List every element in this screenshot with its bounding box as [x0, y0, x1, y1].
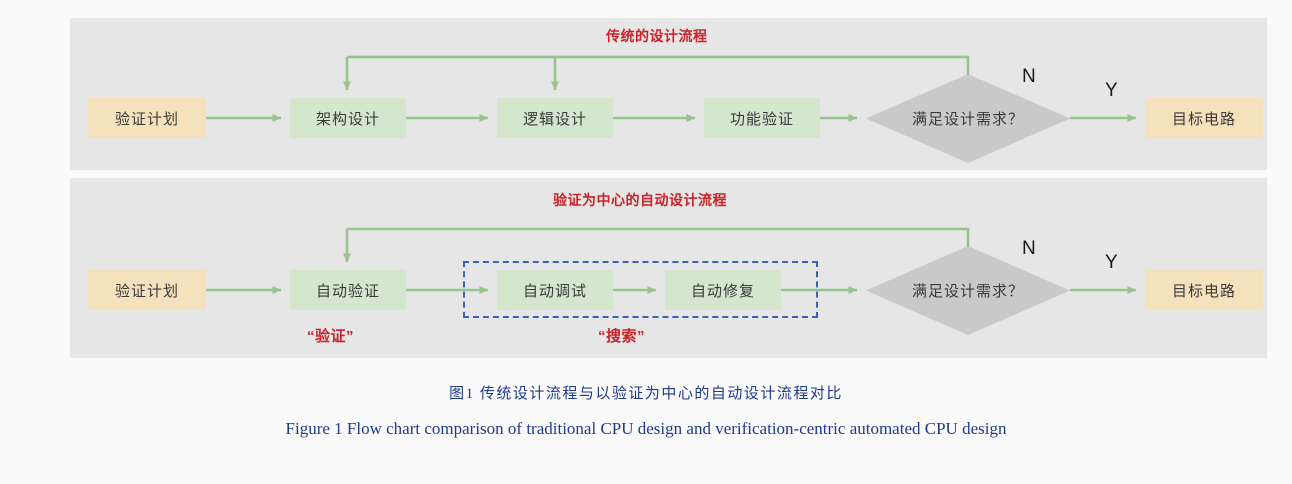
figure-caption-chinese: 图1 传统设计流程与以验证为中心的自动设计流程对比 — [449, 386, 843, 402]
diamond-shape-icon — [866, 74, 1070, 163]
node-auto-repair[interactable]: 自动修复 — [665, 270, 781, 310]
branch-label-yes-traditional: Y — [1105, 80, 1118, 101]
node-decision-traditional-label: 满足设计需求？ — [911, 111, 1024, 128]
node-decision-traditional[interactable]: 满足设计需求？ — [866, 74, 1070, 163]
panel-automated-title: 验证为中心的自动设计流程 — [553, 192, 727, 208]
panel-automated-flow — [70, 178, 1267, 358]
panel-traditional-title: 传统的设计流程 — [606, 28, 708, 44]
figure-caption-english: Figure 1 Flow chart comparison of tradit… — [285, 419, 1007, 438]
branch-label-no-automated: N — [1022, 238, 1036, 259]
annotation-search: “搜索” — [598, 328, 646, 345]
panel-traditional-flow — [70, 18, 1267, 170]
branch-label-no-traditional: N — [1022, 66, 1036, 87]
diamond-shape-icon — [866, 246, 1070, 335]
node-logic-design[interactable]: 逻辑设计 — [497, 98, 613, 138]
node-target-circuit-automated[interactable]: 目标电路 — [1145, 270, 1263, 310]
node-decision-automated-label: 满足设计需求？ — [911, 283, 1024, 300]
node-auto-debug[interactable]: 自动调试 — [497, 270, 613, 310]
annotation-verify: “验证” — [307, 328, 355, 345]
node-functional-verification[interactable]: 功能验证 — [704, 98, 820, 138]
node-target-circuit-traditional[interactable]: 目标电路 — [1145, 98, 1263, 138]
node-auto-verification[interactable]: 自动验证 — [290, 270, 406, 310]
node-architecture-design[interactable]: 架构设计 — [290, 98, 406, 138]
node-verification-plan-traditional[interactable]: 验证计划 — [88, 98, 206, 138]
node-decision-automated[interactable]: 满足设计需求？ — [866, 246, 1070, 335]
node-verification-plan-automated[interactable]: 验证计划 — [88, 270, 206, 310]
branch-label-yes-automated: Y — [1105, 252, 1118, 273]
